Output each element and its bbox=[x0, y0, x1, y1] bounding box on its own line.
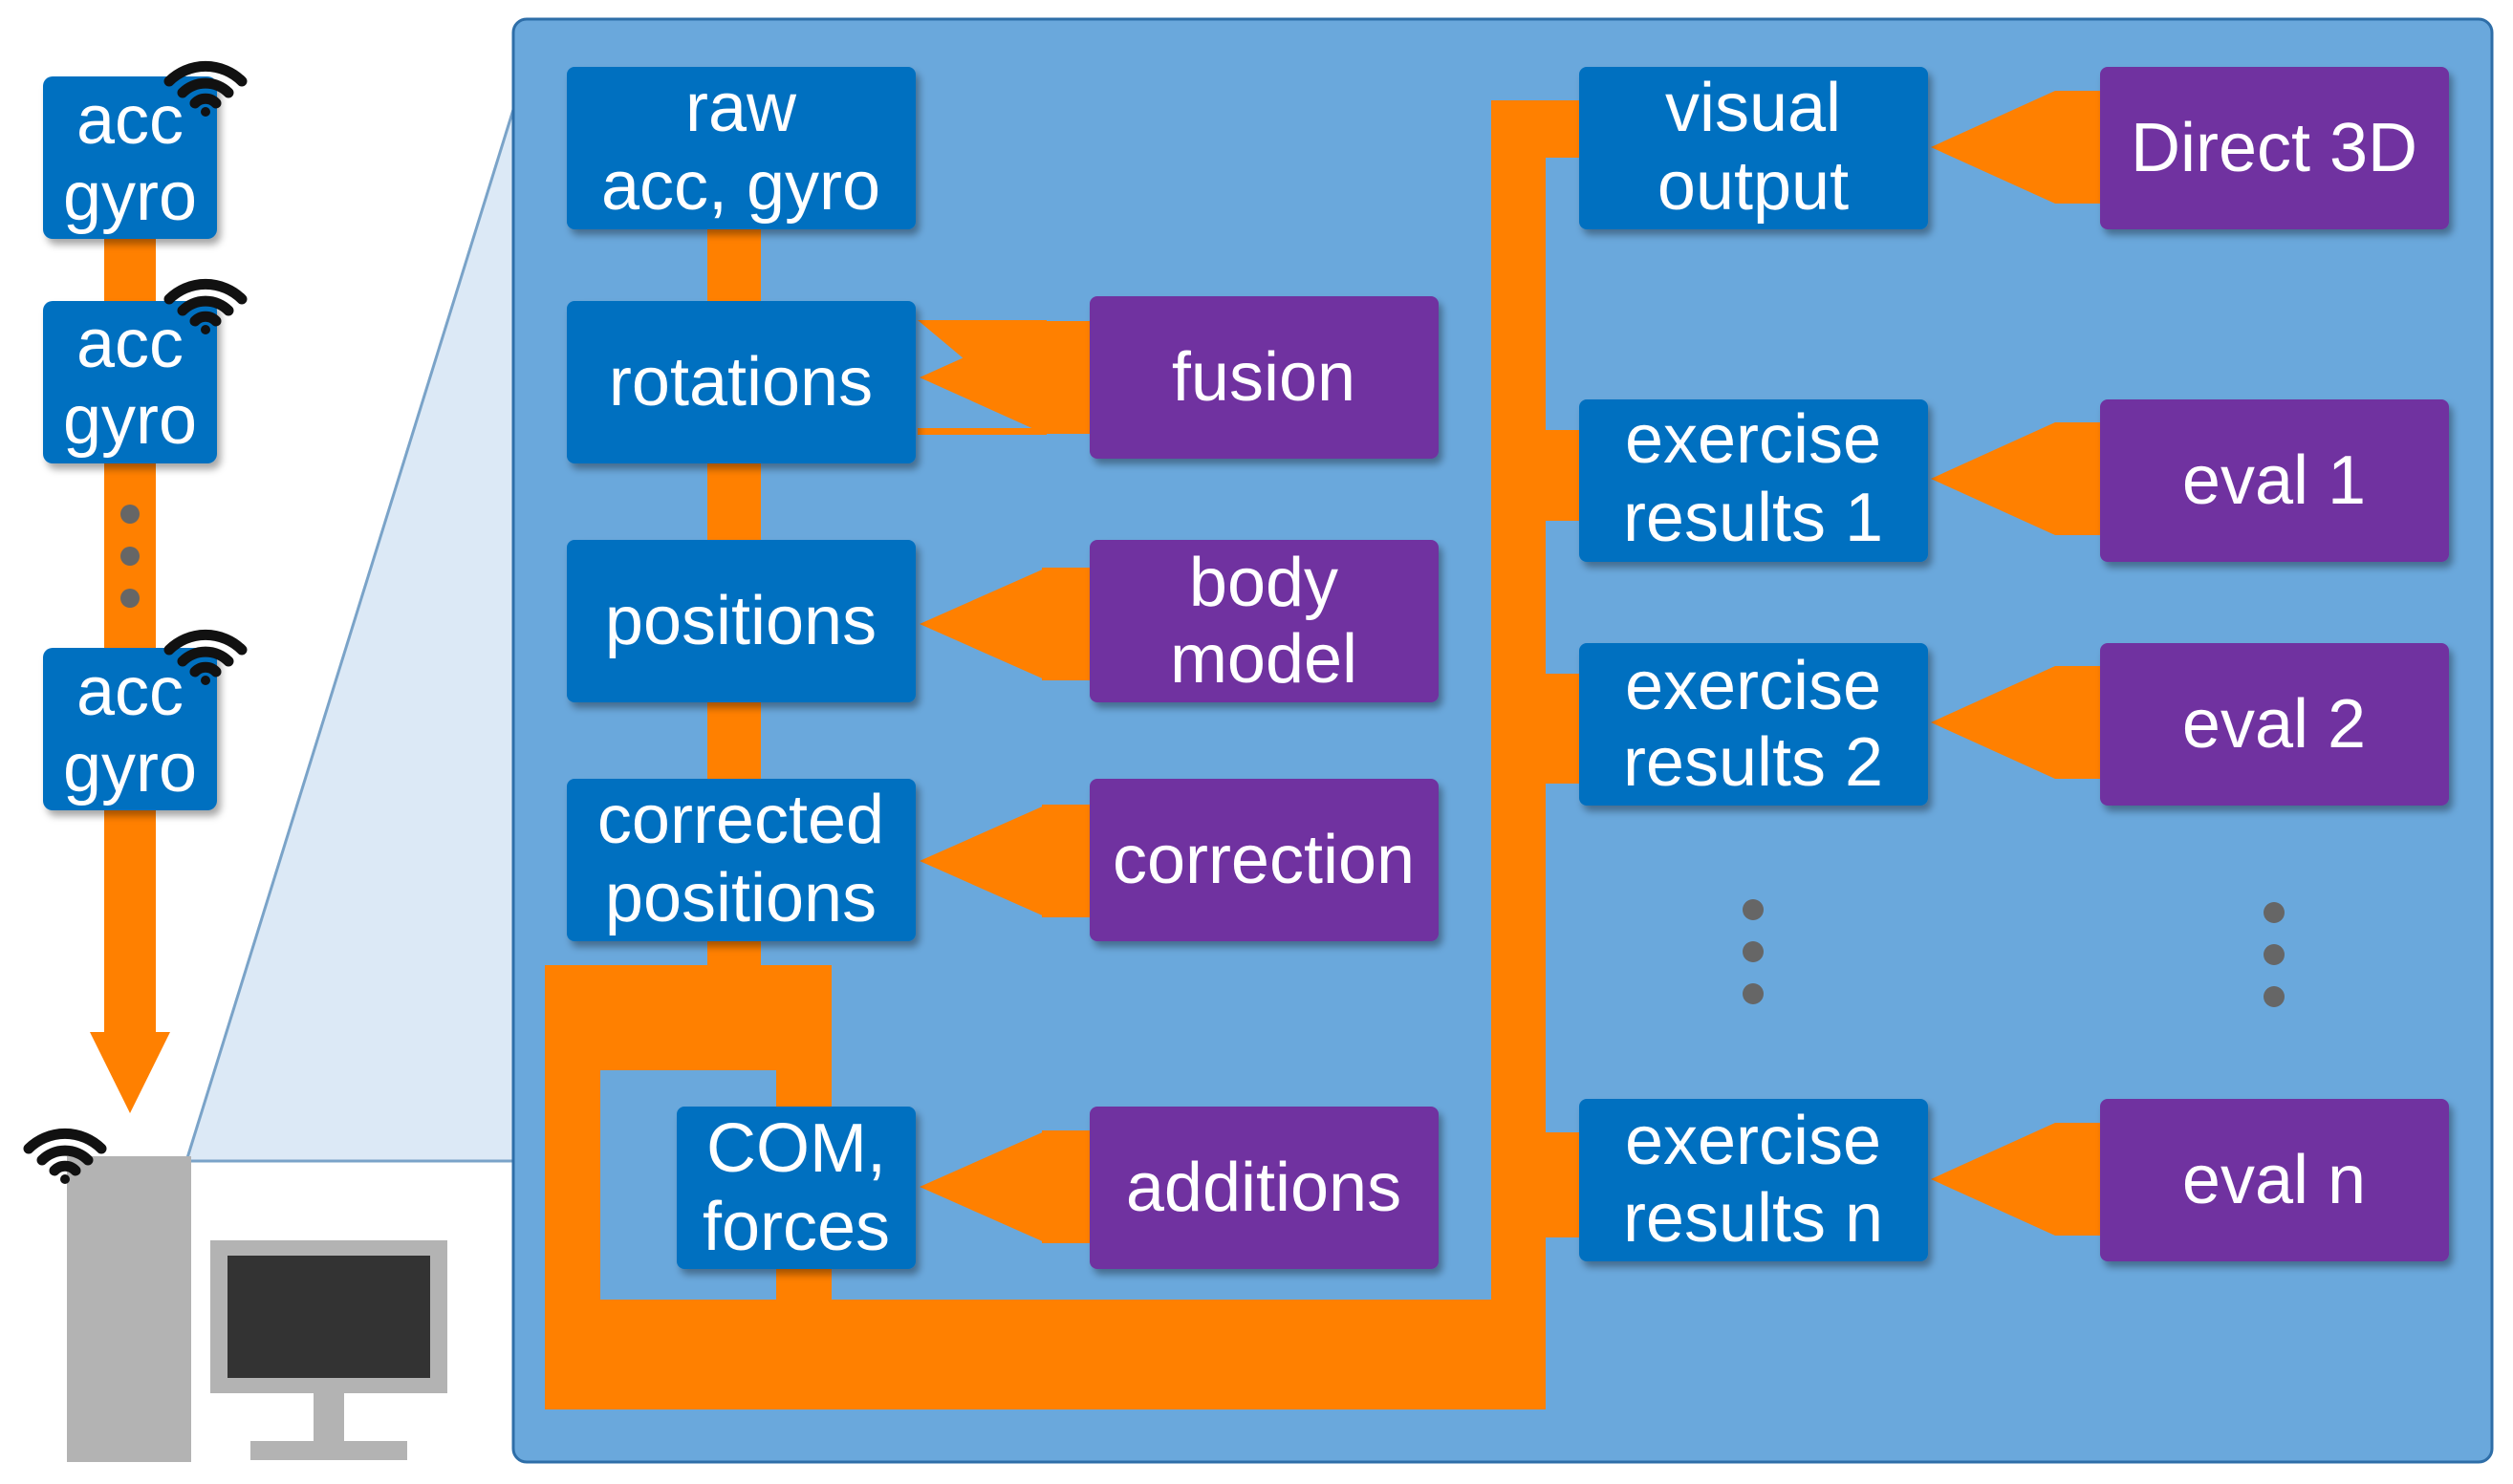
zoom-edge-top bbox=[184, 99, 518, 1162]
com-forces-box bbox=[677, 1107, 916, 1269]
corrected-label-line1: corrected bbox=[597, 782, 884, 858]
corrected-positions-box bbox=[567, 779, 916, 941]
positions-box bbox=[567, 540, 916, 702]
visual-label-line1: visual bbox=[1665, 70, 1841, 146]
sensor-label-acc: acc bbox=[76, 82, 184, 159]
fusion-label: fusion bbox=[1172, 339, 1355, 416]
raw-label-line1: raw bbox=[685, 70, 797, 146]
wifi-icon bbox=[163, 60, 248, 117]
rotations-label: rotations bbox=[609, 344, 873, 420]
ex2-label-line1: exercise bbox=[1625, 648, 1881, 724]
sensor-bus-arrowhead bbox=[90, 1032, 170, 1113]
eval-1-box bbox=[2100, 399, 2449, 562]
computer-tower-icon bbox=[67, 1156, 191, 1462]
rotations-box bbox=[567, 301, 916, 463]
eval-n-label: eval n bbox=[2182, 1142, 2366, 1218]
exercise-results-n-box bbox=[1579, 1099, 1928, 1261]
corrected-label-line2: positions bbox=[605, 860, 877, 936]
com-label-line2: forces bbox=[703, 1189, 890, 1265]
wifi-icon bbox=[23, 1128, 107, 1184]
wifi-icon bbox=[163, 278, 248, 334]
sensor-ellipsis-dot bbox=[120, 589, 140, 608]
sensor-node bbox=[43, 301, 217, 463]
visual-label-line2: output bbox=[1657, 148, 1849, 225]
sensor-label-acc: acc bbox=[76, 306, 184, 382]
eval-n-box bbox=[2100, 1099, 2449, 1261]
body-model-label-line2: model bbox=[1170, 621, 1357, 698]
sensor-label-gyro: gyro bbox=[63, 730, 197, 807]
output-ellipsis-dot bbox=[1743, 899, 1764, 920]
output-ellipsis-dot bbox=[1743, 941, 1764, 962]
eval-ellipsis-dot bbox=[2264, 944, 2285, 965]
correction-box bbox=[1090, 779, 1439, 941]
exn-label-line2: results n bbox=[1623, 1180, 1883, 1257]
eval-ellipsis-dot bbox=[2264, 902, 2285, 923]
additions-label: additions bbox=[1126, 1150, 1401, 1226]
ex2-label-line2: results 2 bbox=[1623, 724, 1883, 801]
sensor-ellipsis-dot bbox=[120, 505, 140, 524]
eval-ellipsis-dot bbox=[2264, 986, 2285, 1007]
sensor-label-acc: acc bbox=[76, 654, 184, 730]
sensor-label-gyro: gyro bbox=[63, 159, 197, 235]
sensor-node bbox=[43, 76, 217, 239]
raw-label-line2: acc, gyro bbox=[601, 148, 880, 225]
fusion-box bbox=[1090, 296, 1439, 459]
monitor-icon bbox=[210, 1240, 447, 1460]
visual-output-box bbox=[1579, 67, 1928, 229]
com-label-line1: COM, bbox=[706, 1110, 886, 1187]
correction-label: correction bbox=[1113, 822, 1415, 898]
exn-label-line1: exercise bbox=[1625, 1103, 1881, 1179]
body-model-box bbox=[1090, 540, 1439, 702]
eval-2-box bbox=[2100, 643, 2449, 806]
body-model-label-line1: body bbox=[1189, 545, 1338, 621]
raw-data-box bbox=[567, 67, 916, 229]
ex1-label-line2: results 1 bbox=[1623, 480, 1883, 556]
sensor-node bbox=[43, 648, 217, 810]
direct3d-box bbox=[2100, 67, 2449, 229]
output-ellipsis-dot bbox=[1743, 983, 1764, 1004]
eval-1-label: eval 1 bbox=[2182, 442, 2366, 519]
sensor-label-gyro: gyro bbox=[63, 382, 197, 459]
eval-2-label: eval 2 bbox=[2182, 686, 2366, 763]
sensor-ellipsis-dot bbox=[120, 547, 140, 566]
direct3d-label: Direct 3D bbox=[2131, 110, 2417, 186]
positions-label: positions bbox=[605, 583, 877, 659]
additions-box bbox=[1090, 1107, 1439, 1269]
ex1-label-line1: exercise bbox=[1625, 401, 1881, 478]
exercise-results-2-box bbox=[1579, 643, 1928, 806]
wifi-icon bbox=[163, 629, 248, 685]
exercise-results-1-box bbox=[1579, 399, 1928, 562]
